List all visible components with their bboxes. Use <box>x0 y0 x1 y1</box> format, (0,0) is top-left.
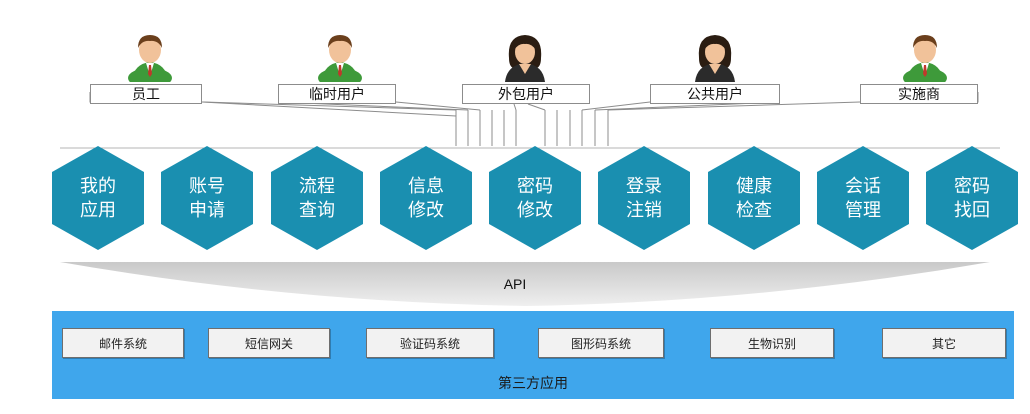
user-label-outsource: 外包用户 <box>462 84 590 104</box>
function-my-apps[interactable]: 我的应用 <box>52 146 144 250</box>
function-account-apply[interactable]: 账号申请 <box>161 146 253 250</box>
female-user-icon <box>687 30 743 82</box>
male-user-icon <box>122 30 178 82</box>
third-party-panel: 邮件系统 短信网关 验证码系统 图形码系统 生物识别 其它 第三方应用 <box>52 311 1014 399</box>
api-label: API <box>503 276 527 292</box>
function-password-change[interactable]: 密码修改 <box>489 146 581 250</box>
system-sms-gateway[interactable]: 短信网关 <box>208 328 330 358</box>
function-label: 账号申请 <box>189 176 225 220</box>
function-label: 会话管理 <box>845 176 881 220</box>
function-label: 密码找回 <box>954 176 990 220</box>
user-label-staff: 员工 <box>90 84 202 104</box>
function-label: 健康检查 <box>736 176 772 220</box>
system-graphic-code[interactable]: 图形码系统 <box>538 328 664 358</box>
system-biometric[interactable]: 生物识别 <box>710 328 834 358</box>
function-label: 密码修改 <box>517 176 553 220</box>
user-label-temp: 临时用户 <box>278 84 396 104</box>
system-captcha[interactable]: 验证码系统 <box>366 328 494 358</box>
function-health-check[interactable]: 健康检查 <box>708 146 800 250</box>
function-label: 我的应用 <box>80 176 116 220</box>
system-mail[interactable]: 邮件系统 <box>62 328 184 358</box>
function-label: 信息修改 <box>408 176 444 220</box>
function-login-logout[interactable]: 登录注销 <box>598 146 690 250</box>
system-other[interactable]: 其它 <box>882 328 1006 358</box>
function-info-edit[interactable]: 信息修改 <box>380 146 472 250</box>
third-party-title: 第三方应用 <box>498 375 568 391</box>
function-label: 登录注销 <box>626 176 662 220</box>
user-label-implementer: 实施商 <box>860 84 978 104</box>
api-band <box>60 262 990 306</box>
function-process-query[interactable]: 流程查询 <box>271 146 363 250</box>
function-label: 流程查询 <box>299 176 335 220</box>
male-user-icon <box>312 30 368 82</box>
function-password-recover[interactable]: 密码找回 <box>926 146 1018 250</box>
user-label-public: 公共用户 <box>650 84 780 104</box>
female-user-icon <box>497 30 553 82</box>
function-session-manage[interactable]: 会话管理 <box>817 146 909 250</box>
male-user-icon <box>897 30 953 82</box>
